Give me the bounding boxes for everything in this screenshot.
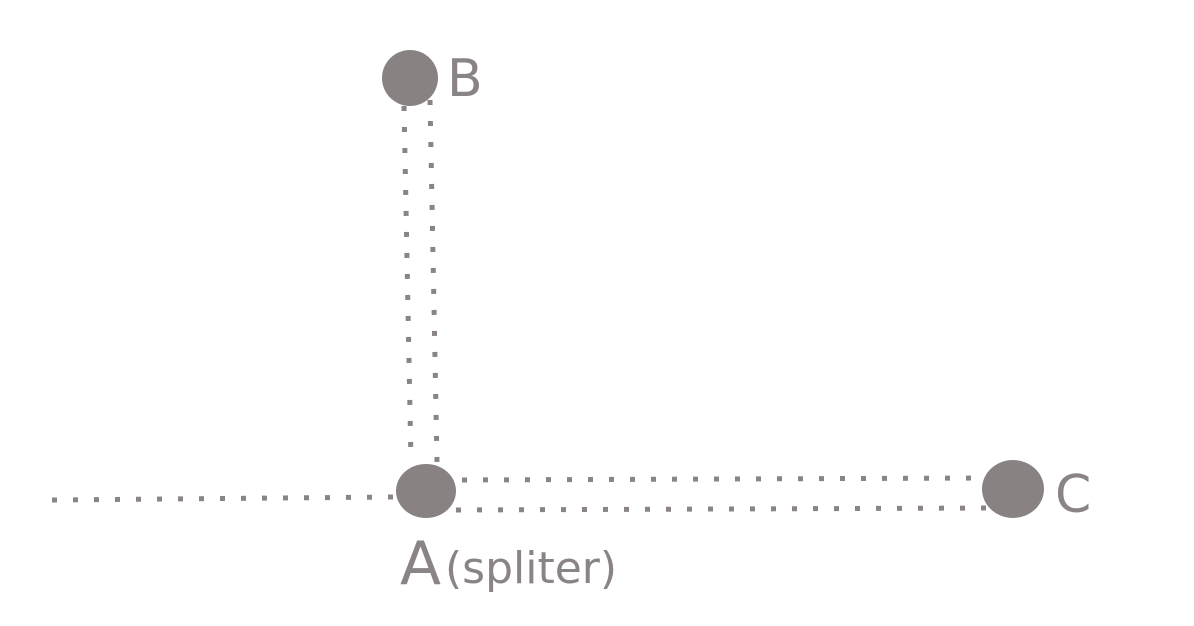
link-a-b-right-line [427,99,440,463]
node-a [396,464,456,518]
incoming-link-line [51,494,396,503]
node-a-sublabel: (spliter) [445,543,617,594]
node-a-label: A [400,529,441,599]
link-a-c-bottom-line [455,505,994,513]
node-b [382,50,438,106]
link-a-c-top-line [461,475,986,483]
node-c-label: C [1055,465,1091,525]
node-c [982,460,1044,518]
node-b-label: B [447,49,483,109]
link-a-b-left-line [401,105,414,463]
